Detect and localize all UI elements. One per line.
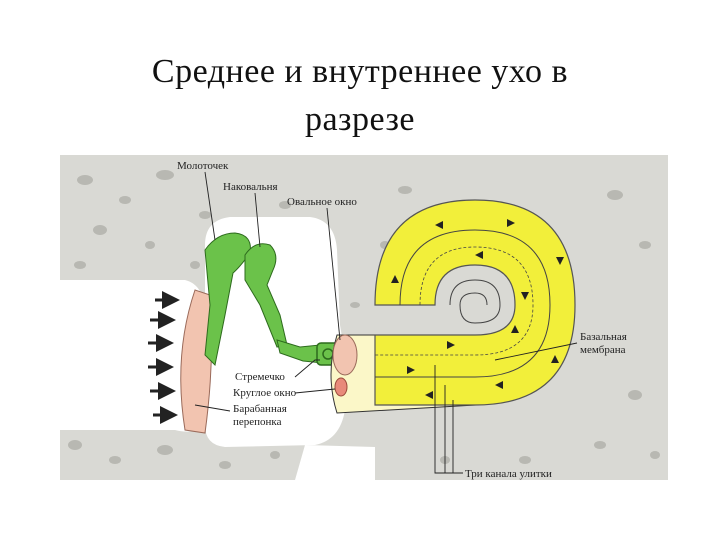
ear-cross-section-diagram: Молоточек Наковальня Овальное окно Стрем… <box>55 155 668 480</box>
label-eardrum-line1: Барабанная <box>233 403 287 415</box>
label-oval-window: Овальное окно <box>287 196 357 208</box>
round-window <box>334 377 348 397</box>
label-basilar-line1: Базальная <box>580 331 627 343</box>
label-eardrum-line2: перепонка <box>233 416 282 428</box>
leader-lines <box>194 171 578 474</box>
malleus <box>204 232 251 367</box>
label-incus: Наковальня <box>223 181 278 193</box>
label-stapes: Стремечко <box>235 371 285 383</box>
label-basilar-line2: мембрана <box>580 344 626 356</box>
label-cochlear-canals: Три канала улитки <box>465 468 552 480</box>
slide-title: Среднее и внутреннее ухо в разрезе <box>60 48 660 144</box>
label-malleus: Молоточек <box>177 160 229 172</box>
sound-wave-arrows <box>148 291 180 424</box>
label-round-window: Круглое окно <box>233 387 297 399</box>
eustachian-canal <box>295 445 375 480</box>
title-line-2: разрезе <box>304 101 416 138</box>
title-line-1: Среднее и внутреннее ухо в <box>151 53 569 90</box>
oval-window <box>332 334 358 376</box>
incus <box>244 243 288 348</box>
